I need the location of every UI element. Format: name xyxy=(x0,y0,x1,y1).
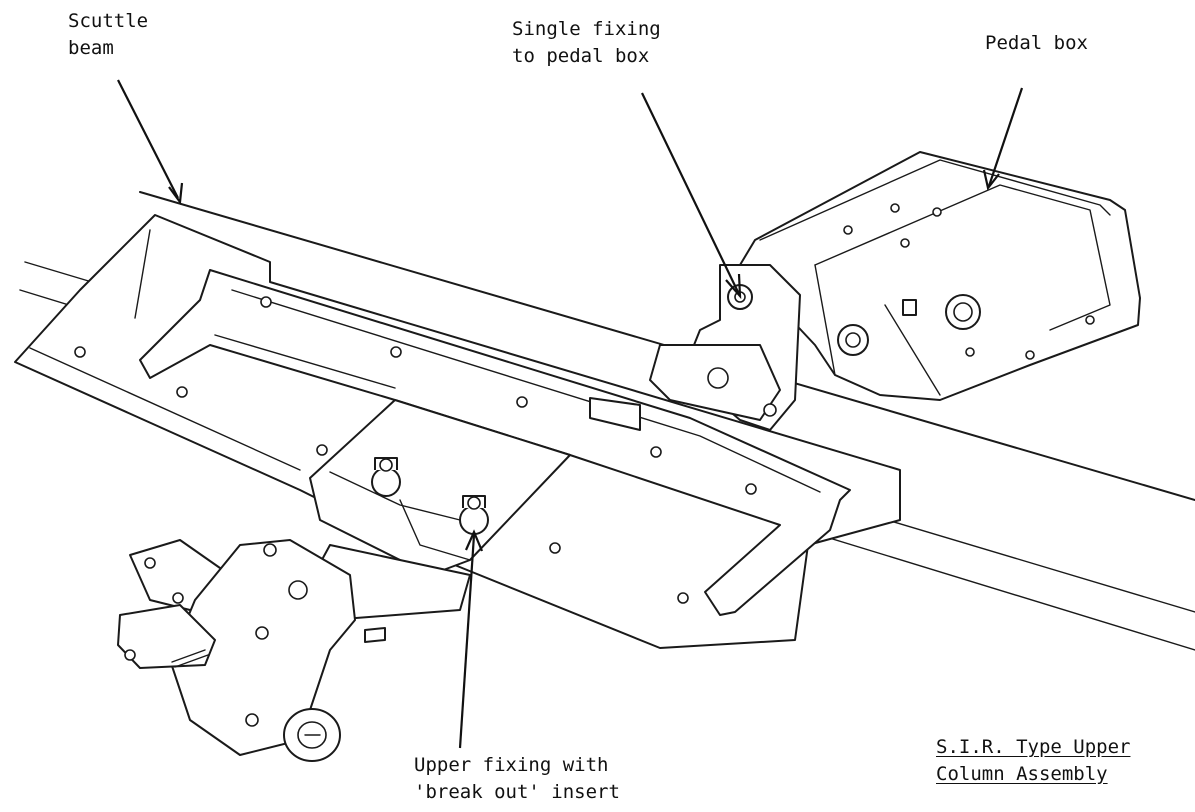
pedal-box xyxy=(739,151,1141,401)
upper-fixing-label-line1: Upper fixing with xyxy=(414,754,609,776)
upper-fixing-label: Upper fixing with 'break out' insert xyxy=(414,752,620,806)
pedal-box-fixing-bracket xyxy=(649,264,801,431)
single-fixing-label-line1: Single fixing xyxy=(512,18,661,40)
leader-arrows xyxy=(117,79,1024,749)
channel-frame xyxy=(139,269,851,616)
upper-fixing-arrow xyxy=(458,529,484,749)
single-fixing-label: Single fixing to pedal box xyxy=(512,16,661,70)
figure-caption-line2: Column Assembly xyxy=(936,763,1108,785)
pedal-box-arrow xyxy=(982,87,1024,191)
figure-caption-line1: S.I.R. Type Upper xyxy=(936,736,1131,758)
pedal-box-label-line1: Pedal box xyxy=(985,32,1088,54)
figure-caption: S.I.R. Type Upper Column Assembly xyxy=(936,734,1130,788)
scuttle-beam-arrow xyxy=(117,79,184,205)
upper-fixing-label-line2: 'break out' insert xyxy=(414,781,620,803)
single-fixing-label-line2: to pedal box xyxy=(512,45,650,67)
column-mount-plate xyxy=(309,399,571,576)
scuttle-beam-label-line2: beam xyxy=(68,37,114,59)
column-head xyxy=(117,539,356,762)
single-fixing-arrow xyxy=(641,92,742,300)
scuttle-beam-label-line1: Scuttle xyxy=(68,10,149,32)
pedal-box-label: Pedal box xyxy=(985,30,1088,57)
scuttle-beam-label: Scuttle beam xyxy=(68,8,148,62)
